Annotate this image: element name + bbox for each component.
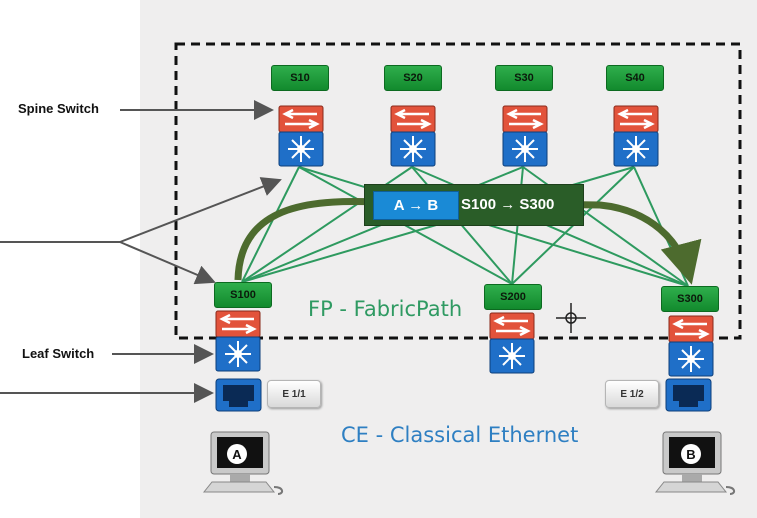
host-label-b: B <box>686 447 695 462</box>
host-badge-a <box>227 444 247 464</box>
ethernet-port-icon <box>215 378 262 412</box>
workstation-icon <box>202 431 284 495</box>
port-tag-e1-2: E 1/2 <box>605 380 659 408</box>
spine-device-s10-nexus-switch-icon <box>278 105 324 167</box>
leaf-device-s200-nexus-switch-icon <box>489 312 535 374</box>
spine-device-s40-nexus-switch-icon <box>613 105 659 167</box>
host-label-a: A <box>232 447 242 462</box>
crosshair-cursor-icon <box>556 303 586 333</box>
spine-tag-s40: S40 <box>606 65 664 91</box>
spine-device-s20-nexus-switch-icon <box>390 105 436 167</box>
leaf-tag-s100: S100 <box>214 282 272 308</box>
port-tag-e1-1: E 1/1 <box>267 380 321 408</box>
fabric-pointer-arrow-a <box>119 177 282 243</box>
ethernet-port-icon <box>665 378 712 412</box>
spine-tag-s20: S20 <box>384 65 442 91</box>
link-s300-s10 <box>298 166 689 287</box>
spine-tag-s30: S30 <box>495 65 553 91</box>
fabricpath-boundary <box>174 42 742 340</box>
leaf-device-s300-nexus-switch-icon <box>668 315 714 377</box>
leaf-tag-s200: S200 <box>484 284 542 310</box>
host-badge-b <box>681 444 701 464</box>
classical-ethernet-region-label: CE - Classical Ethernet <box>341 423 579 447</box>
leaf-tag-s300: S300 <box>661 286 719 312</box>
spine-device-s30-nexus-switch-icon <box>502 105 548 167</box>
link-s100-s10 <box>241 166 300 283</box>
workstation-icon <box>654 431 736 495</box>
flow-switch-path-label: S100 → S300 <box>461 196 555 213</box>
flow-hosts-label: A → B <box>373 191 459 220</box>
spine-tag-s10: S10 <box>271 65 329 91</box>
leaf-switch-label: Leaf Switch <box>22 346 95 361</box>
fabric-pointer-arrow-b <box>119 241 216 285</box>
flow-callout: A → B S100 → S300 <box>364 184 584 226</box>
fabricpath-region-label: FP - FabricPath <box>308 297 463 321</box>
spine-switch-label: Spine Switch <box>18 101 99 116</box>
leaf-device-s100-nexus-switch-icon <box>215 310 261 372</box>
